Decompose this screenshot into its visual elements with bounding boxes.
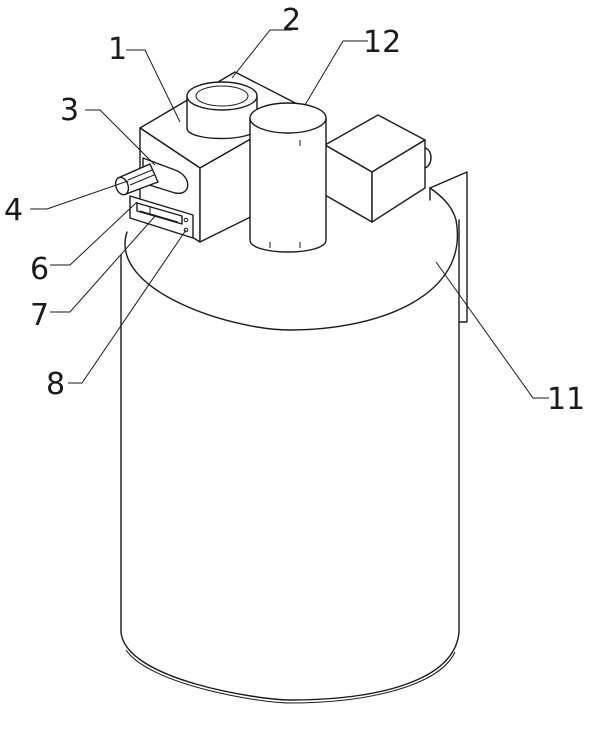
vertical-cylinder <box>249 102 327 253</box>
cylinder-tank <box>120 187 460 704</box>
inlet-pipe <box>186 81 258 140</box>
leader-4 <box>30 180 129 210</box>
leader-12 <box>304 40 368 106</box>
label-6: 6 <box>30 252 49 287</box>
leader-2 <box>231 29 292 79</box>
label-3: 3 <box>60 93 79 128</box>
leader-8 <box>68 229 187 384</box>
leader-1 <box>126 49 181 123</box>
label-2: 2 <box>282 3 301 38</box>
label-7: 7 <box>30 298 49 333</box>
leader-lines <box>30 29 549 399</box>
label-1: 1 <box>108 32 127 67</box>
leader-11 <box>435 261 549 399</box>
leader-7 <box>50 214 157 313</box>
label-4: 4 <box>4 193 23 228</box>
valve-handle <box>114 157 189 196</box>
part-labels: 1 2 12 3 4 6 7 8 11 <box>4 3 585 417</box>
label-8: 8 <box>46 367 65 402</box>
control-panel <box>129 195 194 239</box>
leader-3 <box>85 109 156 166</box>
motor-unit <box>324 114 432 223</box>
label-12: 12 <box>363 25 401 60</box>
leader-6 <box>50 201 138 266</box>
label-11: 11 <box>547 382 585 417</box>
side-bracket <box>429 171 468 323</box>
